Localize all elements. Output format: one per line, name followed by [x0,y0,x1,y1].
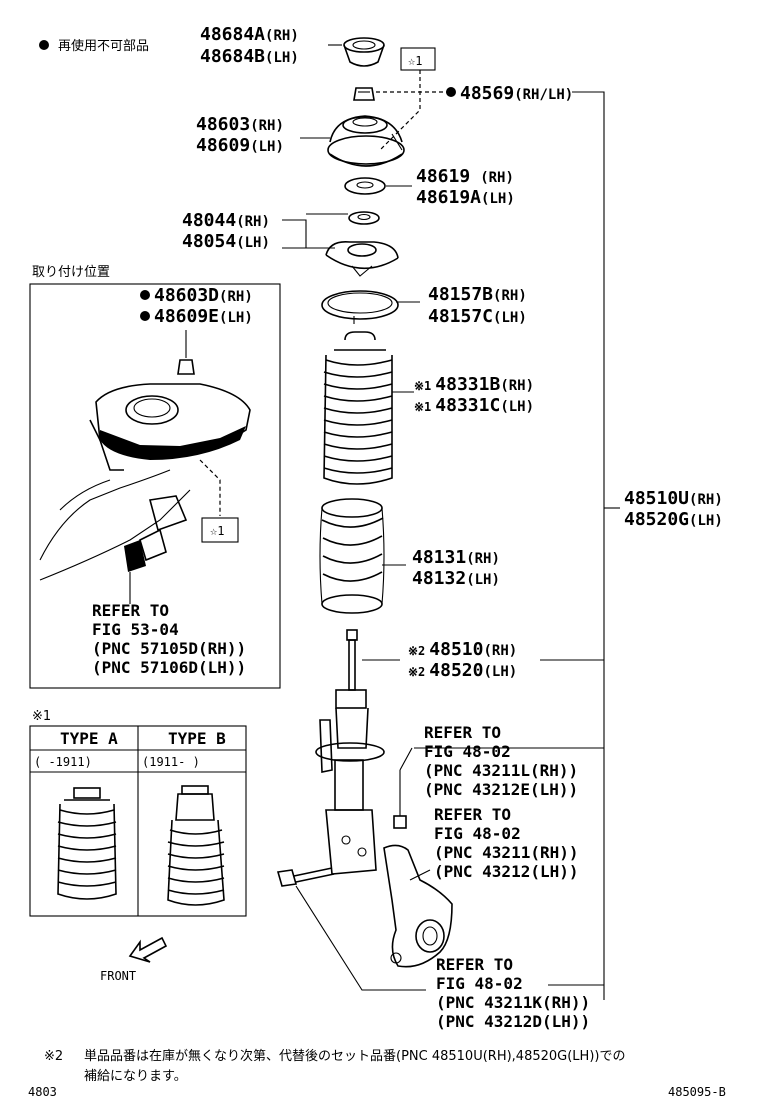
refer-1-line-2[interactable]: FIG 48-02 [424,742,511,761]
legend-dot-icon [39,40,49,50]
dot-48569-icon [446,87,456,97]
part-48157B-rh[interactable]: 48157B(RH) [428,284,527,305]
part-48619-rh[interactable]: 48619(RH) [416,166,514,187]
types-inset-mark: ※1 [32,709,51,724]
install-inset-frame [29,283,281,689]
refer-2-line-2[interactable]: FIG 48-02 [434,824,521,843]
bolt-drawing [276,867,335,887]
legend-label: 再使用不可部品 [58,38,149,54]
refer-1-line-3[interactable]: (PNC 43211L(RH)) [424,761,578,780]
part-48569[interactable]: 48569(RH/LH) [460,83,573,104]
nut-part-drawing [353,87,375,101]
part-48054-lh[interactable]: 48054(LH) [182,231,270,252]
part-48044-rh[interactable]: 48044(RH) [182,210,270,231]
install-refer-line-4[interactable]: (PNC 57106D(LH)) [92,658,246,677]
refer-3-line-2[interactable]: FIG 48-02 [436,974,523,993]
type-a-range: ( -1911) [34,755,92,769]
refer-1-line-1[interactable]: REFER TO [424,723,501,742]
part-48684-rh[interactable]: 48684A(RH) [200,24,299,45]
strut-support-drawing [327,115,405,167]
star-box-inset-label: ☆1 [210,524,224,538]
footnote-line-1: 単品品番は在庫が無くなり次第、代替後のセット品番(PNC 48510U(RH),… [84,1048,625,1064]
coil-spring-drawing [319,498,385,614]
star-box-inset [201,517,239,543]
install-refer-line-2[interactable]: FIG 53-04 [92,620,179,639]
part-48510U-rh[interactable]: 48510U(RH) [624,488,723,509]
part-48609E-lh[interactable]: 48609E(LH) [154,306,253,327]
cap-part-drawing [343,37,385,67]
refer-2-line-4[interactable]: (PNC 43212(LH)) [434,862,579,881]
part-48520G-lh[interactable]: 48520G(LH) [624,509,723,530]
install-refer-line-1[interactable]: REFER TO [92,601,169,620]
refer-2-line-1[interactable]: REFER TO [434,805,511,824]
nut-small-drawing [393,815,407,829]
dot-48603D-icon [140,290,150,300]
type-a-header: TYPE A [60,729,118,748]
type-a-bellows-drawing [57,787,117,900]
refer-3-line-3[interactable]: (PNC 43211K(RH)) [436,993,590,1012]
part-48684-lh[interactable]: 48684B(LH) [200,46,299,67]
refer-3-line-1[interactable]: REFER TO [436,955,513,974]
steering-knuckle-drawing [383,844,453,968]
refer-1-line-4[interactable]: (PNC 43212E(LH)) [424,780,578,799]
spring-seat-drawing [325,211,399,277]
type-b-bellows-drawing [167,785,225,906]
dot-48609E-icon [140,311,150,321]
star-box-top-label: ☆1 [408,54,422,68]
type-b-range: (1911- ) [142,755,200,769]
insulator-drawing [321,290,399,324]
part-48132-lh[interactable]: 48132(LH) [412,568,500,589]
part-48157C-lh[interactable]: 48157C(LH) [428,306,527,327]
install-refer-line-3[interactable]: (PNC 57105D(RH)) [92,639,246,658]
bump-stopper-bellows-drawing [323,331,393,485]
part-48603D-rh[interactable]: 48603D(RH) [154,285,253,306]
refer-2-line-3[interactable]: (PNC 43211(RH)) [434,843,579,862]
refer-3-line-4[interactable]: (PNC 43212D(LH)) [436,1012,590,1031]
footnote-line-2: 補給になります。 [84,1069,187,1084]
part-48603-rh[interactable]: 48603(RH) [196,114,284,135]
bearing-drawing [344,177,386,195]
install-inset-title: 取り付け位置 [32,265,110,280]
install-body-drawing [39,359,251,581]
type-b-header: TYPE B [168,729,226,748]
figure-code: 485095-B [668,1085,726,1099]
page-code: 4803 [28,1085,57,1099]
front-label: FRONT [100,969,136,983]
part-48619A-lh[interactable]: 48619A(LH) [416,187,515,208]
front-arrow-icon [128,936,168,963]
shock-absorber-drawing [315,629,385,875]
star-box-top [400,47,436,71]
part-48131-rh[interactable]: 48131(RH) [412,547,500,568]
footnote-mark: ※2 [44,1049,63,1064]
part-48609-lh[interactable]: 48609(LH) [196,135,284,156]
